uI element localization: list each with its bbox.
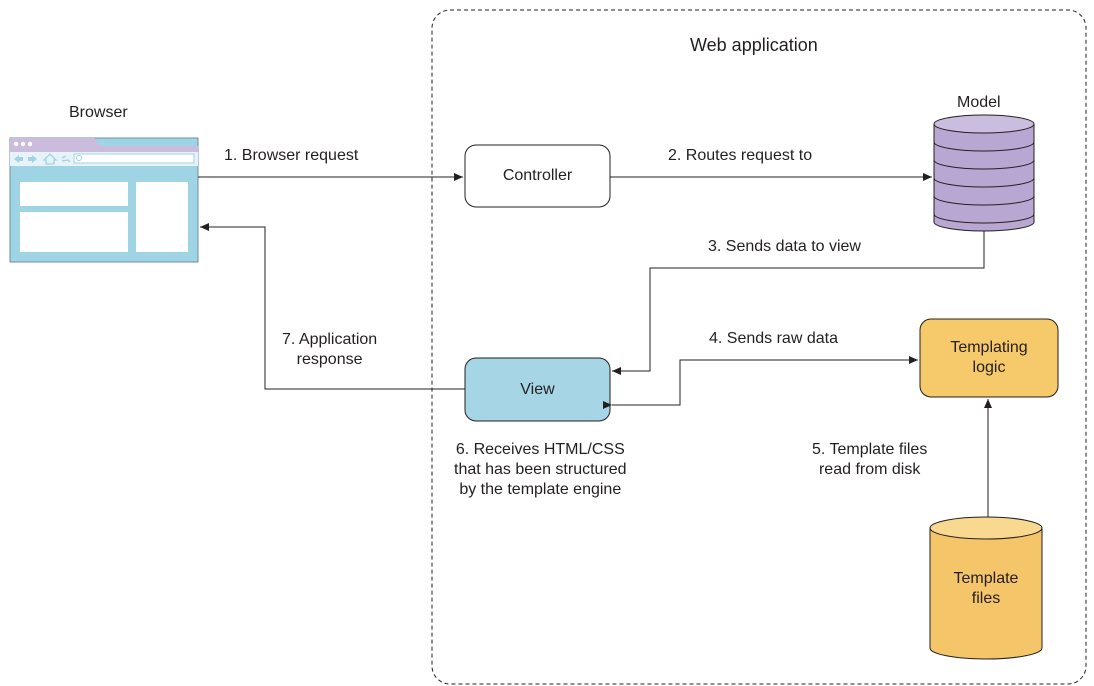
templating-logic-line-1: Templating	[950, 339, 1028, 356]
step-5-line-1: 5. Template files	[812, 441, 928, 458]
model-database-icon	[933, 114, 1035, 232]
arrow-application-response	[200, 223, 465, 390]
template-files-line-2: files	[971, 590, 1001, 607]
template-files-line-1: Template	[953, 570, 1019, 587]
step-7-line-1: 7. Application	[282, 331, 378, 348]
step-6-line-2: that has been structured	[454, 461, 627, 478]
browser-window-icon	[9, 137, 199, 263]
step-7-label: 7. Application response	[282, 330, 377, 370]
step-2-label: 2. Routes request to	[668, 147, 813, 164]
step-5-label: 5. Template files read from disk	[812, 440, 927, 480]
templating-logic-box	[919, 318, 1059, 398]
web-application-title: Web application	[690, 35, 818, 55]
step-6-line-3: by the template engine	[459, 481, 622, 498]
controller-box	[464, 144, 611, 208]
template-files-label: Template files	[930, 569, 1042, 609]
template-files-cylinder-icon	[929, 516, 1043, 660]
step-6-label: 6. Receives HTML/CSS that has been struc…	[454, 440, 627, 500]
browser-label: Browser	[69, 104, 128, 121]
arrow-sends-raw-data	[603, 356, 918, 409]
step-6-line-1: 6. Receives HTML/CSS	[455, 441, 625, 458]
step-3-label: 3. Sends data to view	[708, 238, 861, 255]
view-label: View	[520, 381, 555, 398]
web-application-boundary	[431, 9, 1087, 685]
step-7-line-2: response	[296, 351, 363, 368]
model-label: Model	[957, 94, 1001, 111]
templating-logic-label: Templating logic	[920, 338, 1058, 378]
step-5-line-2: read from disk	[818, 461, 921, 478]
step-4-label: 4. Sends raw data	[709, 330, 838, 347]
controller-label: Controller	[502, 167, 573, 184]
step-1-label: 1. Browser request	[224, 147, 359, 164]
templating-logic-line-2: logic	[972, 359, 1006, 376]
